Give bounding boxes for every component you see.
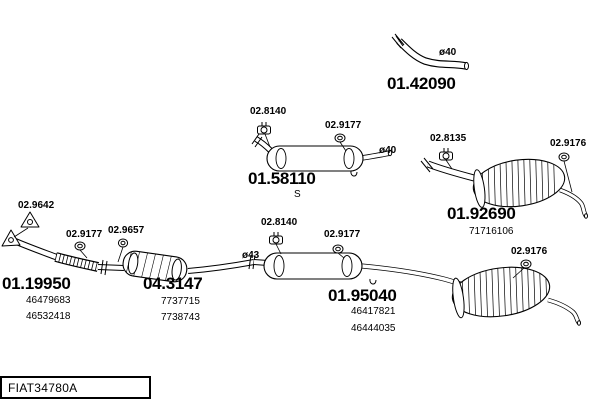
ring-icon: [520, 259, 532, 269]
ring-icon: [558, 152, 570, 162]
drawing-code: FIAT34780A: [8, 380, 78, 395]
part-oem1-catalyst: 7737715: [161, 296, 200, 307]
part-code-rear-muffler-top: 01.92690: [447, 204, 516, 223]
rear-muffler-bottom-drawing: [451, 261, 581, 326]
fitting-code-ring-4: 02.9177: [324, 229, 361, 240]
part-code-tailpipe: 01.42090: [387, 74, 456, 93]
part-code-mid-muffler-top: 01.58110: [248, 169, 316, 188]
leader-lines: [13, 133, 573, 279]
part-oem2-mid-muffler-bottom: 46444035: [351, 323, 396, 334]
fitting-code-ring-1: 02.9177: [325, 120, 362, 131]
mid-muffler-bottom-drawing: [253, 252, 467, 289]
part-oem1-front-pipe: 46479683: [26, 295, 71, 306]
fitting-code-clamp-1: 02.8140: [250, 106, 287, 117]
part-variant-mid-muffler-top: S: [294, 189, 301, 200]
diameter-label-inlet: ø43: [242, 250, 260, 261]
part-oem2-front-pipe: 46532418: [26, 311, 71, 322]
clamp-icon: [439, 148, 453, 161]
fitting-code-ring-3: 02.9177: [66, 229, 103, 240]
catalytic-converter-drawing: [122, 249, 256, 284]
part-oem2-catalyst: 7738743: [161, 312, 200, 323]
part-code-mid-muffler-bottom: 01.95040: [328, 286, 397, 305]
part-code-catalyst: 04.3147: [143, 274, 203, 293]
fitting-code-gasket: 02.9642: [18, 200, 55, 211]
fitting-code-ring-2: 02.9176: [550, 138, 587, 149]
rear-muffler-top-drawing: [420, 153, 588, 219]
gasket-icon: [20, 211, 40, 228]
ring-icon: [74, 241, 86, 251]
clamp-icon: [257, 122, 271, 135]
part-code-front-pipe: 01.19950: [2, 274, 71, 293]
fitting-code-clamp-3: 02.8140: [261, 217, 298, 228]
front-pipe-drawing: [1, 229, 125, 276]
mid-muffler-top-drawing: [251, 133, 393, 177]
ring-icon: [334, 133, 346, 143]
fitting-code-ring-5: 02.9176: [511, 246, 548, 257]
drawing-code-box: FIAT34780A: [0, 376, 151, 399]
part-oem-rear-muffler-top: 71716106: [469, 226, 514, 237]
clamp-icon: [269, 232, 283, 245]
ring-icon: [332, 244, 344, 254]
diameter-label-tailpipe: ø40: [439, 47, 457, 58]
part-oem1-mid-muffler-bottom: 46417821: [351, 306, 396, 317]
tailpipe-drawing: [391, 33, 469, 71]
fitting-code-washer: 02.9657: [108, 225, 145, 236]
washer-icon: [117, 238, 129, 248]
fitting-code-clamp-2: 02.8135: [430, 133, 467, 144]
diameter-label-mid-muffler: ø40: [379, 145, 397, 156]
